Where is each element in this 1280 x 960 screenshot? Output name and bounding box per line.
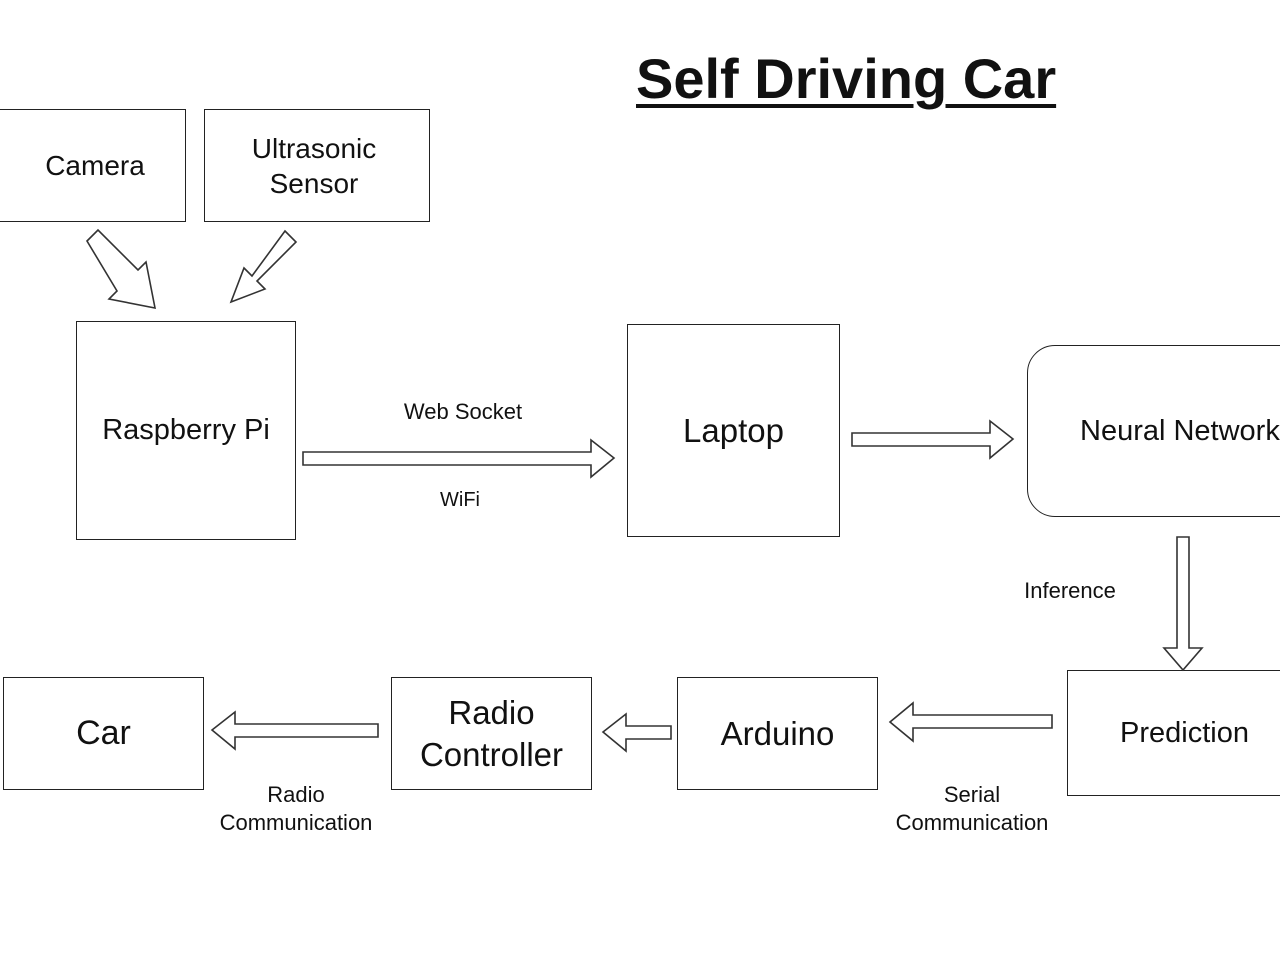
arrow-raspberry-to-laptop (302, 438, 616, 479)
node-ultrasonic-sensor: Ultrasonic Sensor (204, 109, 430, 222)
arrow-arduino-to-radio-controller (601, 712, 672, 753)
node-car-label: Car (76, 714, 131, 753)
node-arduino: Arduino (677, 677, 878, 790)
node-camera: Camera (0, 109, 186, 222)
edge-label-radio-communication: Radio Communication (219, 782, 373, 835)
node-raspberry-pi-label: Raspberry Pi (102, 414, 270, 447)
node-neural-network: Neural Network (1027, 345, 1280, 517)
edge-label-serial-communication: Serial Communication (895, 782, 1049, 835)
arrow-radio-controller-to-car (210, 710, 379, 751)
arrow-prediction-to-arduino (888, 701, 1053, 743)
node-camera-label: Camera (45, 150, 145, 181)
node-laptop: Laptop (627, 324, 840, 537)
node-prediction: Prediction (1067, 670, 1280, 796)
edge-label-wifi: WiFi (440, 489, 480, 511)
edge-label-web-socket: Web Socket (403, 399, 523, 424)
node-arduino-label: Arduino (720, 714, 835, 752)
node-car: Car (3, 677, 204, 790)
diagram-title: Self Driving Car (636, 47, 1057, 110)
arrow-neural-to-prediction (1162, 536, 1204, 672)
arrow-ultrasonic-to-raspberry (229, 229, 298, 304)
node-laptop-label: Laptop (683, 411, 784, 449)
edge-label-inference: Inference (1024, 578, 1116, 603)
node-raspberry-pi: Raspberry Pi (76, 321, 296, 540)
node-radio-controller: Radio Controller (391, 677, 592, 790)
arrow-camera-to-raspberry (85, 228, 157, 310)
node-prediction-label: Prediction (1120, 716, 1249, 749)
node-radio-controller-label: Radio Controller (419, 694, 564, 773)
node-ultrasonic-sensor-label: Ultrasonic Sensor (251, 132, 377, 199)
node-neural-network-label: Neural Network (1080, 414, 1280, 447)
arrow-laptop-to-neural (851, 419, 1015, 460)
